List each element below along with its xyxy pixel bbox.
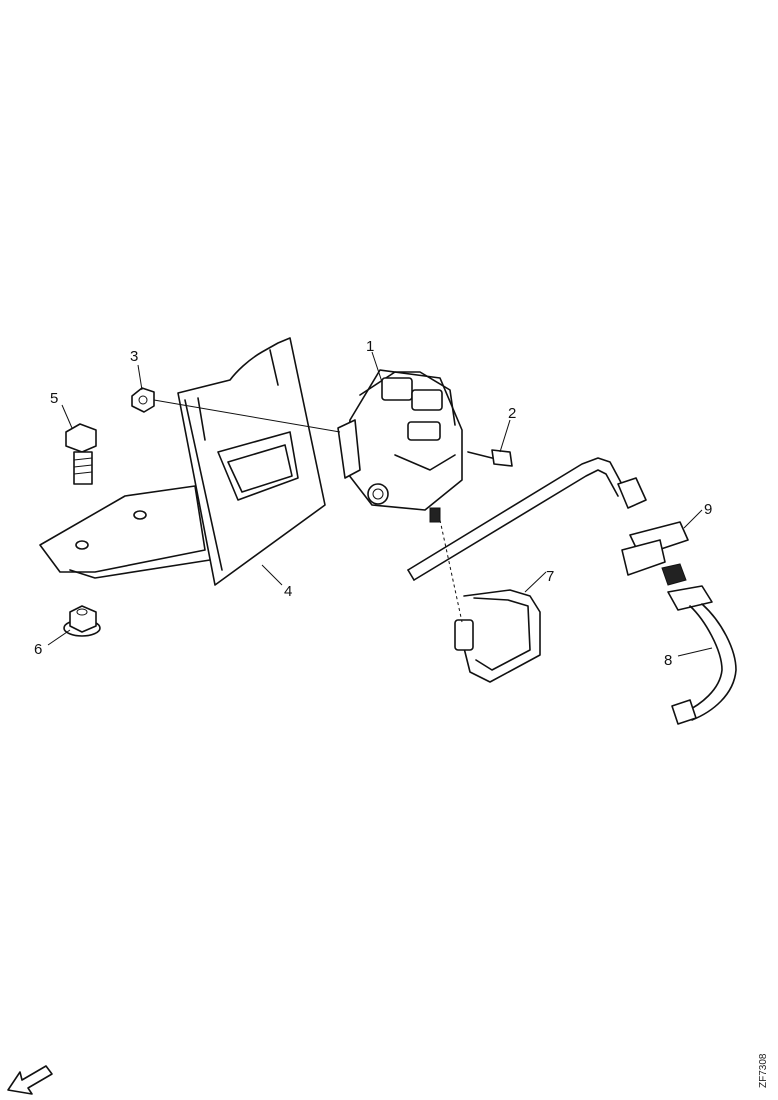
bracket-part [39,337,326,586]
drawing-code-label: ZF7308 [758,1053,769,1088]
drawing-code-text: ZF7308 [758,1053,769,1088]
callout-4: 4 [284,583,292,600]
callout-2: 2 [508,405,516,422]
callout-6: 6 [34,641,42,658]
brake-pipe-part [407,457,647,683]
hose-part [667,585,737,725]
flange-bolt-part [65,423,97,485]
callout-1: 1 [366,338,374,355]
bolt-part [467,449,513,467]
callout-7: 7 [546,568,554,585]
callout-5: 5 [50,390,58,407]
callout-9: 9 [704,501,712,518]
flange-nut-part [63,605,101,637]
adapter-fitting-part [621,521,689,586]
callout-8: 8 [664,652,672,669]
leader-lines [47,351,713,657]
arrow-down-left-icon [7,1065,53,1095]
valve-part [337,369,463,523]
nut-part [131,387,155,413]
callout-3: 3 [130,348,138,365]
